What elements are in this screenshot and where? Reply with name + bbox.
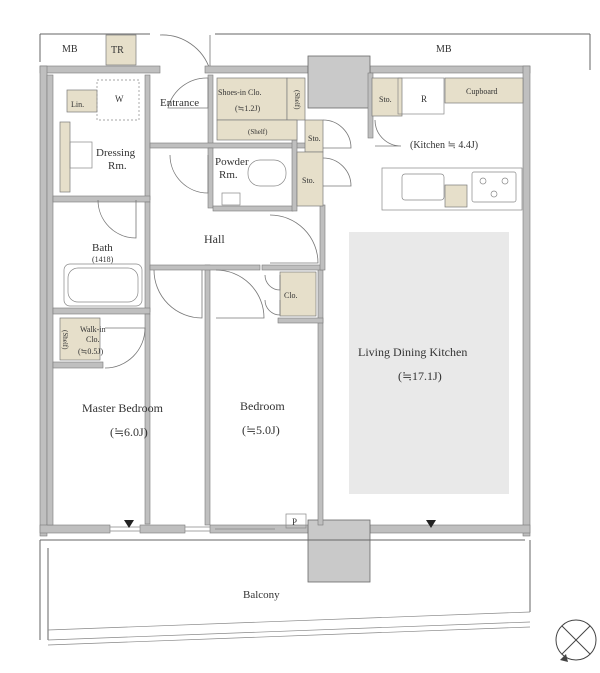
label-sto-3: Sto. xyxy=(302,176,315,185)
label-cupboard: Cupboard xyxy=(466,87,498,96)
label-clo: Clo. xyxy=(284,291,298,300)
windows xyxy=(110,526,275,532)
label-r: R xyxy=(421,94,427,104)
label-hall: Hall xyxy=(204,232,225,246)
fixtures xyxy=(63,77,523,307)
p-box xyxy=(285,513,307,529)
closet-box xyxy=(279,271,317,317)
label-bedroom: Bedroom xyxy=(240,399,285,413)
labels: MB TR MB Entrance Shoes-in Clo. (≒1.2J) … xyxy=(61,44,498,601)
compass xyxy=(555,619,597,662)
label-dressing-1: Dressing xyxy=(96,147,136,159)
label-lin: Lin. xyxy=(71,100,84,109)
label-kitchen: (Kitchen ≒ 4.4J) xyxy=(410,140,478,151)
label-shoes-in: Shoes-in Clo. xyxy=(218,88,262,97)
label-shoes-shelf-side: (Shelf) xyxy=(293,90,301,110)
label-master-area: (≒6.0J) xyxy=(110,425,148,439)
label-w: W xyxy=(115,94,124,104)
window-marker-icon xyxy=(426,520,436,528)
north-arrow-icon xyxy=(560,654,568,662)
tr-box xyxy=(105,34,137,66)
doors xyxy=(97,77,402,369)
interior-walls xyxy=(46,72,374,526)
walk-in-closet xyxy=(59,317,101,361)
label-mb-right: MB xyxy=(436,44,452,55)
label-ldk: Living Dining Kitchen xyxy=(358,345,467,359)
label-master-bedroom: Master Bedroom xyxy=(82,401,164,415)
label-shoes-in-area: (≒1.2J) xyxy=(235,104,260,113)
label-balcony: Balcony xyxy=(243,589,280,601)
shoes-in-closet xyxy=(216,77,288,121)
label-shoes-shelf-bottom: (Shelf) xyxy=(248,128,268,136)
label-bedroom-area: (≒5.0J) xyxy=(242,423,280,437)
pipe-shaft-bottom xyxy=(307,519,371,583)
label-p: P xyxy=(292,517,297,527)
door-top-entrance xyxy=(159,34,211,71)
window-marker-icon xyxy=(124,520,134,528)
label-bath-size: (1418) xyxy=(92,255,114,264)
cupboard xyxy=(444,77,524,104)
label-dressing-2: Rm. xyxy=(108,160,127,172)
balcony xyxy=(39,539,531,646)
label-tr: TR xyxy=(111,45,124,56)
label-walk-in-area: (≒0.5J) xyxy=(78,347,103,356)
label-powder-2: Rm. xyxy=(219,169,238,181)
label-walk-in-shelf: (Shelf) xyxy=(61,330,69,350)
label-sto-2: Sto. xyxy=(308,134,321,143)
label-bath: Bath xyxy=(92,242,113,254)
storage-blocks xyxy=(59,77,524,361)
ldk-floor xyxy=(349,232,509,494)
label-sto-1: Sto. xyxy=(379,95,392,104)
pipe-shaft-top xyxy=(307,55,371,109)
linen-cabinet xyxy=(66,89,98,113)
label-ldk-area: (≒17.1J) xyxy=(398,369,442,383)
label-walk-in-2: Clo. xyxy=(86,335,100,344)
top-strip xyxy=(39,33,591,71)
label-powder-1: Powder xyxy=(215,156,249,168)
label-mb-left: MB xyxy=(62,44,78,55)
label-walk-in-1: Walk-in xyxy=(80,325,106,334)
label-entrance: Entrance xyxy=(160,97,199,109)
